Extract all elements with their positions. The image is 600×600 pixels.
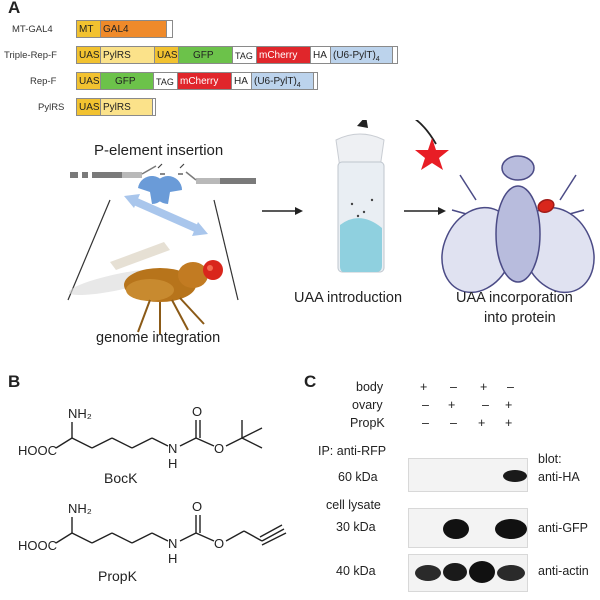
ip-label: IP: anti-RFP bbox=[318, 444, 387, 458]
chemical-structures bbox=[55, 420, 287, 546]
star-icon bbox=[415, 138, 449, 170]
sign-body-lane1: + bbox=[420, 380, 428, 394]
dna-left-icon bbox=[70, 163, 165, 184]
propk-structure bbox=[55, 515, 287, 546]
row-label-body: body bbox=[356, 380, 384, 394]
kda-40-label: 40 kDa bbox=[336, 564, 376, 578]
band-actin-lane1 bbox=[415, 565, 441, 581]
segment-tag: TAG bbox=[154, 73, 178, 89]
sign-ovary-lane2: + bbox=[448, 398, 456, 412]
bock-h-label: H bbox=[168, 456, 178, 471]
vial-icon bbox=[335, 133, 385, 273]
segment-u6-pylt: (U6-PylT)4 bbox=[252, 73, 314, 89]
sign-body-lane2: – bbox=[450, 380, 457, 394]
band-actin-lane3 bbox=[469, 561, 495, 583]
anti-ha-label: anti-HA bbox=[538, 470, 580, 484]
propk-h-label: H bbox=[168, 551, 178, 566]
construct-rep-f: UAS GFP TAG mCherry HA (U6-PylT)4 bbox=[76, 72, 318, 90]
construct-triple-rep-f: UAS PylRS UAS GFP TAG mCherry HA (U6-Pyl… bbox=[76, 46, 398, 64]
anti-actin-label: anti-actin bbox=[538, 564, 589, 578]
workflow-graphic bbox=[67, 120, 595, 334]
blot-anti-gfp bbox=[408, 508, 528, 548]
cell-lysate-label: cell lysate bbox=[326, 498, 381, 512]
propk-n-label: N bbox=[168, 536, 178, 551]
segment-gal4: GAL4 bbox=[101, 21, 167, 37]
bock-structure bbox=[55, 420, 263, 449]
uaa-incorporation-label-1: UAA incorporation bbox=[456, 290, 573, 306]
segment-uas: UAS bbox=[155, 47, 179, 63]
propk-ester-o-label: O bbox=[214, 536, 225, 551]
blot-anti-ha bbox=[408, 458, 528, 492]
sign-propk-lane2: – bbox=[450, 416, 457, 430]
segment-uas: UAS bbox=[77, 47, 101, 63]
kda-30-label: 30 kDa bbox=[336, 520, 376, 534]
fruit-fly-icon bbox=[69, 242, 223, 334]
construct-pylrs: UAS PylRS bbox=[76, 98, 156, 116]
construct-name-pylrs: PylRS bbox=[38, 102, 65, 113]
sign-body-lane3: + bbox=[480, 380, 488, 394]
sign-propk-lane1: – bbox=[422, 416, 429, 430]
row-label-propk: PropK bbox=[350, 416, 385, 430]
dna-right-icon bbox=[178, 163, 256, 184]
bock-ester-o-label: O bbox=[214, 441, 225, 456]
segment-u6-pylt: (U6-PylT)4 bbox=[331, 47, 393, 63]
band-gfp-lane2 bbox=[443, 519, 469, 539]
panel-label-c: C bbox=[304, 372, 317, 391]
bock-hooc-label: HOOC bbox=[18, 443, 57, 458]
sign-ovary-lane1: – bbox=[422, 398, 429, 412]
bock-name: BocK bbox=[104, 470, 138, 486]
segment-uas: UAS bbox=[77, 99, 101, 115]
segment-u6-pylt-text: (U6-PylT) bbox=[254, 76, 297, 87]
uaa-introduction-label: UAA introduction bbox=[294, 290, 403, 306]
segment-tag: TAG bbox=[233, 47, 257, 63]
sign-ovary-lane3: – bbox=[482, 398, 489, 412]
propk-nh2-label: NH₂ bbox=[68, 501, 92, 516]
construct-mt-gal4: MT GAL4 bbox=[76, 20, 173, 38]
segment-gfp: GFP bbox=[179, 47, 233, 63]
segment-pylrs: PylRS bbox=[101, 47, 155, 63]
segment-u6-pylt-text: (U6-PylT) bbox=[333, 50, 376, 61]
segment-mt: MT bbox=[77, 21, 101, 37]
bock-carbonyl-o-label: O bbox=[192, 404, 203, 419]
panel-label-a: A bbox=[8, 0, 21, 17]
curved-arrow-icon bbox=[361, 120, 437, 145]
subscript-4: 4 bbox=[375, 56, 380, 63]
uaa-incorporation-label-2: into protein bbox=[484, 310, 556, 326]
segment-gfp: GFP bbox=[101, 73, 154, 89]
anti-gfp-label: anti-GFP bbox=[538, 521, 589, 535]
segment-mcherry: mCherry bbox=[257, 47, 311, 63]
subscript-4: 4 bbox=[296, 82, 301, 89]
propk-name: PropK bbox=[98, 568, 137, 584]
double-arrow-icon bbox=[124, 194, 208, 236]
blot-header: blot: bbox=[538, 452, 562, 466]
segment-pylrs: PylRS bbox=[101, 99, 153, 115]
panel-label-b: B bbox=[8, 372, 21, 391]
band-ha-lane4 bbox=[503, 470, 527, 482]
sign-propk-lane3: + bbox=[478, 416, 486, 430]
sign-ovary-lane4: + bbox=[505, 398, 513, 412]
propk-hooc-label: HOOC bbox=[18, 538, 57, 553]
genome-integration-label: genome integration bbox=[96, 330, 221, 346]
construct-name-triple-rep-f: Triple-Rep-F bbox=[4, 50, 57, 61]
band-actin-lane2 bbox=[443, 563, 467, 581]
bock-nh2-label: NH₂ bbox=[68, 406, 92, 421]
segment-ha: HA bbox=[311, 47, 331, 63]
row-label-ovary: ovary bbox=[352, 398, 383, 412]
blot-anti-actin bbox=[408, 554, 528, 592]
segment-ha: HA bbox=[232, 73, 252, 89]
construct-name-mt-gal4: MT-GAL4 bbox=[12, 24, 53, 35]
segment-mcherry: mCherry bbox=[178, 73, 232, 89]
cartoon-fly-icon bbox=[441, 155, 595, 294]
propk-carbonyl-o-label: O bbox=[192, 499, 203, 514]
bock-n-label: N bbox=[168, 441, 178, 456]
segment-uas: UAS bbox=[77, 73, 101, 89]
kda-60-label: 60 kDa bbox=[338, 470, 378, 484]
band-actin-lane4 bbox=[497, 565, 525, 581]
construct-name-rep-f: Rep-F bbox=[30, 76, 57, 87]
transposase-icon bbox=[138, 176, 182, 204]
sign-body-lane4: – bbox=[507, 380, 514, 394]
band-gfp-lane4 bbox=[495, 519, 527, 539]
sign-propk-lane4: + bbox=[505, 416, 513, 430]
p-element-label: P-element insertion bbox=[94, 142, 224, 159]
